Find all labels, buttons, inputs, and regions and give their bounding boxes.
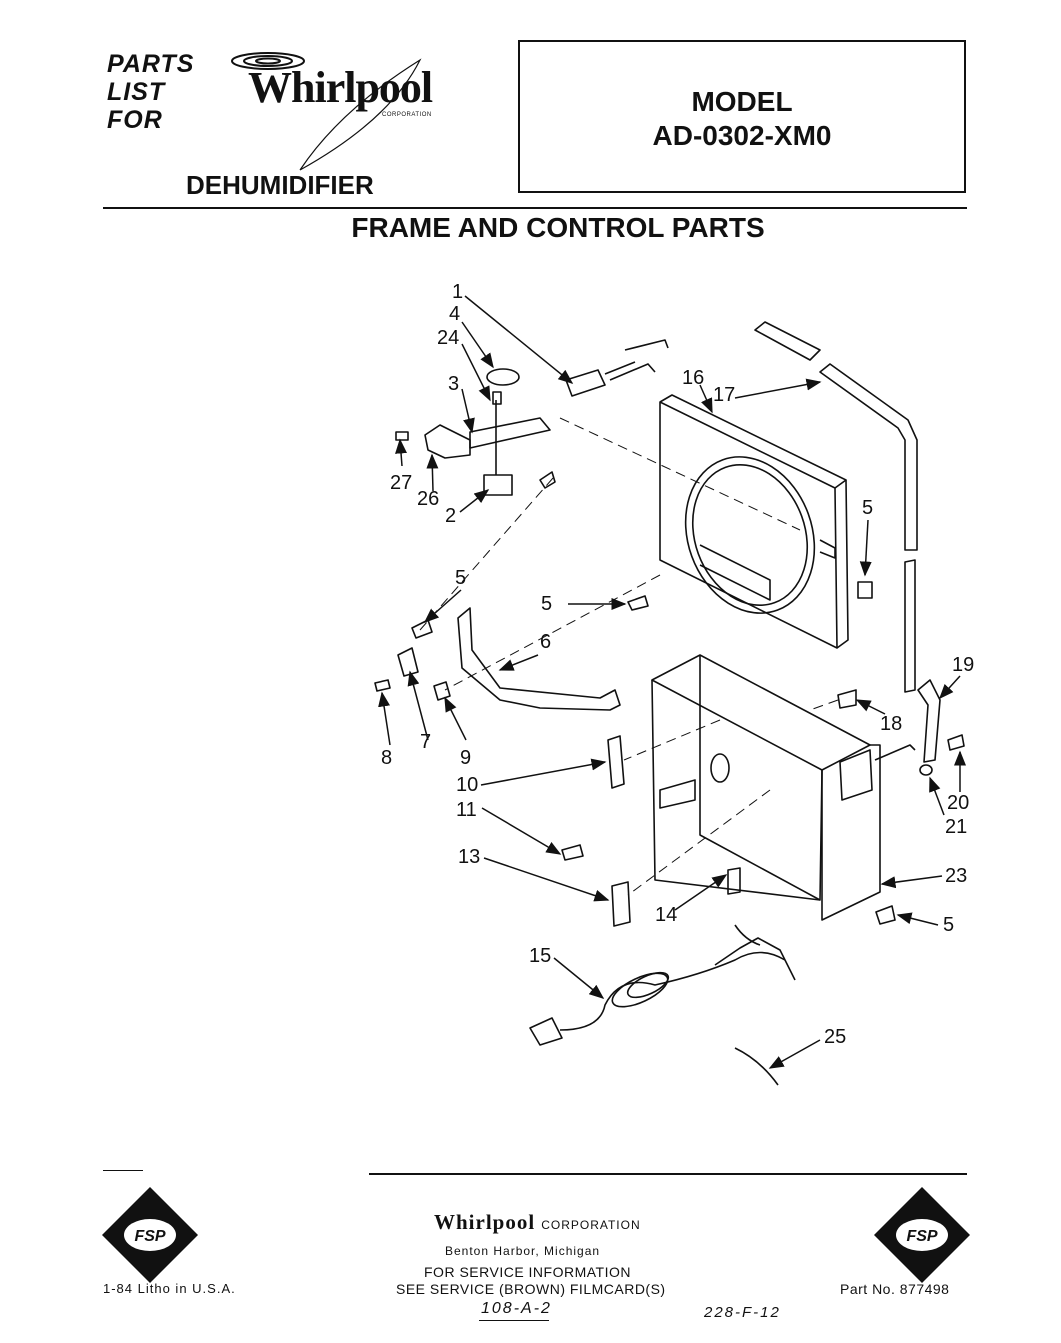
product-name: DEHUMIDIFIER — [186, 170, 374, 200]
callout-13: 13 — [458, 846, 481, 868]
callout-19: 19 — [952, 654, 975, 676]
pin-8 — [374, 679, 391, 692]
fan-shroud-panel — [659, 394, 849, 649]
callout-8: 8 — [381, 747, 393, 769]
callout-24: 24 — [437, 327, 460, 349]
callout-5-mid: 5 — [541, 593, 553, 615]
header-divider — [103, 207, 967, 209]
nut-18 — [837, 689, 857, 709]
footer-city: Benton Harbor, Michigan — [445, 1244, 601, 1258]
callout-18: 18 — [880, 713, 903, 735]
callout-17: 17 — [713, 384, 736, 406]
hinge-19 — [917, 679, 941, 763]
capacitor-13 — [611, 881, 631, 927]
callout-11: 11 — [456, 799, 477, 821]
callout-3: 3 — [448, 373, 460, 395]
screw-14 — [727, 867, 741, 895]
section-title: FRAME AND CONTROL PARTS — [351, 212, 765, 243]
callout-1: 1 — [452, 281, 464, 303]
fsp-text-left: FSP — [134, 1228, 165, 1245]
footer-corporation: Whirlpool CORPORATION — [434, 1210, 641, 1235]
filmcard-underline — [479, 1320, 549, 1321]
seal-strips — [754, 321, 918, 693]
callout-7: 7 — [420, 731, 432, 753]
list-word: LIST — [107, 78, 166, 106]
control-assembly — [424, 339, 669, 496]
callout-9: 9 — [460, 747, 472, 769]
parts-list-for-heading: PARTS LIST FOR — [107, 50, 194, 134]
footer-brand: Whirlpool — [434, 1210, 536, 1234]
clip-7 — [397, 647, 419, 677]
callout-14: 14 — [655, 904, 678, 926]
parts-word: PARTS — [107, 50, 195, 78]
screw-5d — [857, 581, 873, 599]
callout-4: 4 — [449, 303, 461, 325]
callout-21: 21 — [945, 816, 968, 838]
washer-21 — [919, 764, 933, 776]
for-word: FOR — [107, 106, 163, 134]
callout-2: 2 — [445, 505, 457, 527]
screw-5c — [627, 595, 649, 611]
callout-23: 23 — [945, 865, 968, 887]
filmcard-number-1: 108-A-2 — [481, 1300, 552, 1317]
wire-25 — [734, 1047, 779, 1086]
bracket-6 — [457, 607, 621, 711]
screw-11 — [561, 844, 584, 861]
litho-note: 1-84 Litho in U.S.A. — [103, 1281, 236, 1296]
fsp-logo-left: FSP — [102, 1187, 198, 1283]
model-box: MODEL AD-0302-XM0 — [518, 40, 966, 193]
callout-5-shroud: 5 — [862, 497, 874, 519]
callout-15: 15 — [529, 945, 552, 967]
part-number: Part No. 877498 — [840, 1281, 950, 1297]
screw-5e — [875, 905, 896, 925]
model-number: AD-0302-XM0 — [652, 120, 832, 151]
callout-26: 26 — [417, 488, 440, 510]
screw-20 — [947, 734, 965, 751]
footer-short-rule — [103, 1170, 143, 1171]
callout-5-left: 5 — [455, 567, 467, 589]
fsp-logo-right: FSP — [874, 1187, 970, 1283]
whirlpool-logo-wordmark: Whirlpool — [248, 63, 433, 112]
whirlpool-logo-corporation: CORPORATION — [382, 112, 432, 118]
screw-5a — [539, 471, 556, 489]
footer-corp-suffix: CORPORATION — [541, 1218, 641, 1232]
base-frame — [651, 654, 916, 921]
callout-16: 16 — [682, 367, 705, 389]
service-filmcard-line: SEE SERVICE (BROWN) FILMCARD(S) — [396, 1281, 666, 1297]
power-cord-15 — [529, 924, 796, 1046]
callout-27: 27 — [390, 472, 413, 494]
terminal-block-10 — [607, 735, 625, 789]
footer-divider — [369, 1173, 967, 1175]
service-info-line: FOR SERVICE INFORMATION — [424, 1264, 631, 1280]
callout-25: 25 — [824, 1026, 847, 1048]
screw-27 — [395, 431, 409, 441]
screw-5b — [411, 619, 433, 639]
callout-5-base: 5 — [943, 914, 955, 936]
fsp-text-right: FSP — [906, 1228, 937, 1245]
callout-6: 6 — [540, 631, 552, 653]
callout-10: 10 — [456, 774, 479, 796]
callout-20: 20 — [947, 792, 970, 814]
nut-9 — [433, 681, 451, 701]
filmcard-number-2: 228-F-12 — [704, 1304, 781, 1321]
model-label: MODEL — [691, 86, 793, 117]
